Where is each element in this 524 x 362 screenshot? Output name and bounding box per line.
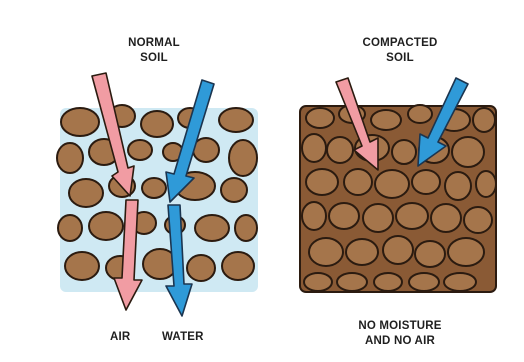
normal-soil-title-line2: SOIL <box>84 51 224 66</box>
compacted-soil-title-line1: COMPACTED <box>330 36 470 51</box>
normal-soil-title-line1: NORMAL <box>84 36 224 51</box>
compacted-soil-title: COMPACTED SOIL <box>330 36 470 66</box>
normal-soil-title: NORMAL SOIL <box>84 36 224 66</box>
water-label: WATER <box>162 330 204 345</box>
no-moisture-line1: NO MOISTURE <box>330 319 470 334</box>
no-moisture-line2: AND NO AIR <box>330 334 470 349</box>
air-label: AIR <box>110 330 130 345</box>
no-moisture-label: NO MOISTURE AND NO AIR <box>330 319 470 349</box>
compacted-soil-title-line2: SOIL <box>330 51 470 66</box>
